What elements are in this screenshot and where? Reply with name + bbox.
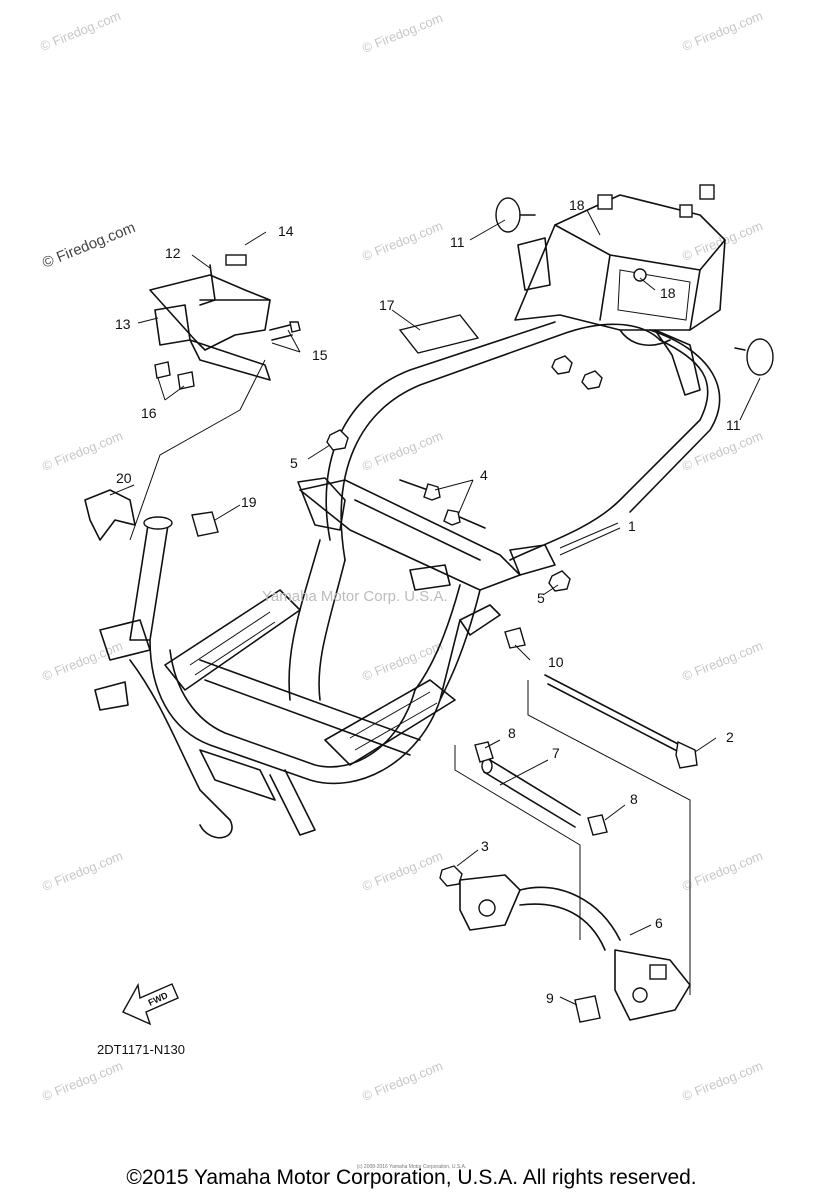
forward-arrow: FWD (122, 982, 179, 1026)
fineprint: (c) 2008-2016 Yamaha Motor Corporation, … (356, 1164, 467, 1170)
nut-5 (326, 355, 603, 592)
main-frame (149, 321, 721, 836)
part-number-8: 8 (508, 725, 516, 741)
part-number-6: 6 (655, 915, 663, 931)
part-number-11: 11 (726, 417, 741, 433)
part-number-16: 16 (141, 405, 157, 421)
part-number-7: 7 (552, 745, 560, 761)
part-number-14: 14 (278, 223, 294, 239)
center-watermark: Yamaha Motor Corp. U.S.A. (262, 588, 448, 605)
cap-11 (495, 197, 774, 376)
label-plate-17 (398, 314, 480, 354)
part-number-9: 9 (546, 990, 554, 1006)
part-number-5: 5 (290, 455, 298, 471)
part-number-4: 4 (480, 467, 488, 483)
bracket-20 (84, 489, 136, 541)
part-number-19: 19 (241, 494, 257, 510)
bolt-4 (399, 479, 486, 529)
part-number-8: 8 (630, 791, 638, 807)
part-number-18: 18 (660, 285, 676, 301)
pipe-7 (481, 758, 581, 828)
steering-head (94, 516, 233, 839)
part-number-2: 2 (726, 729, 734, 745)
collar-10 (504, 627, 526, 649)
rear-bracket (514, 184, 726, 396)
part-number-5: 5 (537, 590, 545, 606)
part-number-12: 12 (165, 245, 181, 261)
part-number-17: 17 (379, 297, 395, 313)
clip-19 (191, 511, 219, 537)
part-number-11: 11 (450, 234, 465, 250)
long-bolt-2 (544, 674, 698, 769)
leader-lines (109, 209, 761, 1006)
part-number-15: 15 (312, 347, 328, 363)
part-number-3: 3 (481, 838, 489, 854)
part-number-10: 10 (548, 654, 564, 670)
collar-9 (574, 995, 601, 1023)
part-number-18: 18 (569, 197, 585, 213)
diagram-code: 2DT1171-N130 (97, 1042, 185, 1057)
engine-bracket-6 (459, 874, 691, 1021)
copyright-notice: ©2015 Yamaha Motor Corporation, U.S.A. A… (126, 1166, 697, 1189)
nut-3 (439, 865, 463, 887)
reference-lines (129, 359, 691, 995)
part-number-13: 13 (115, 316, 131, 332)
collar-8 (474, 741, 608, 836)
bracket-assembly (149, 254, 301, 390)
part-number-20: 20 (116, 470, 132, 486)
part-number-1: 1 (628, 518, 636, 534)
